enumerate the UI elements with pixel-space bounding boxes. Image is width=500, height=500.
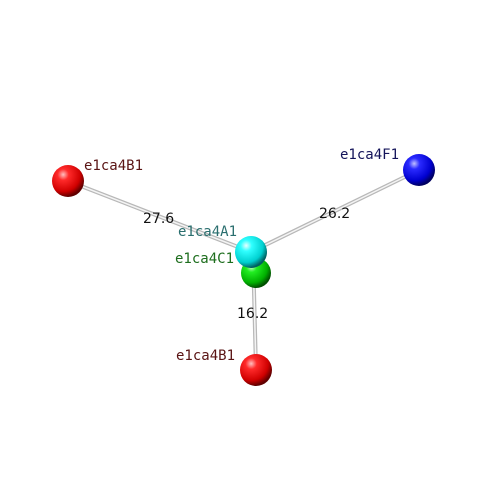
node-label-f1: e1ca4F1 bbox=[340, 147, 399, 163]
node-sphere-b1-left[interactable] bbox=[52, 165, 84, 197]
node-sphere-a1[interactable] bbox=[235, 236, 267, 268]
node-label-c1: e1ca4C1 bbox=[175, 251, 234, 267]
node-label-b1-left: e1ca4B1 bbox=[84, 158, 143, 174]
edge-distance-b1-left-a1: 27.6 bbox=[143, 211, 174, 227]
edge-distance-a1-b1-bottom: 16.2 bbox=[237, 306, 268, 322]
node-sphere-b1-bottom[interactable] bbox=[240, 354, 272, 386]
edge-distance-f1-a1: 26.2 bbox=[319, 206, 350, 222]
node-label-a1: e1ca4A1 bbox=[178, 224, 237, 240]
node-label-b1-bottom: e1ca4B1 bbox=[176, 348, 235, 364]
edge-b1-left-a1 bbox=[67, 179, 252, 254]
edge-f1-a1 bbox=[250, 168, 420, 254]
node-sphere-f1[interactable] bbox=[403, 154, 435, 186]
